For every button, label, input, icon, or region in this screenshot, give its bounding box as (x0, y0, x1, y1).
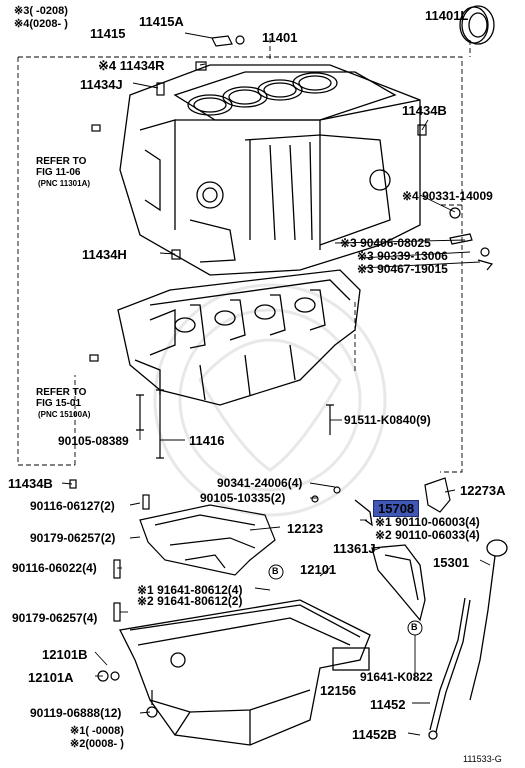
ref1-line2[interactable]: FIG 11-06 (36, 167, 81, 178)
part-12101A[interactable]: 12101A (28, 670, 74, 685)
circle-b-right-label: B (411, 622, 418, 632)
part-11361J[interactable]: 11361J (333, 541, 376, 556)
part-90339-13006[interactable]: ※3 90339-13006 (357, 249, 448, 263)
part-11415[interactable]: 11415 (90, 26, 126, 41)
part-90467-19015[interactable]: ※3 90467-19015 (357, 262, 448, 276)
part-15708-highlighted[interactable]: 15708 (373, 500, 420, 517)
oil-strainer (371, 544, 426, 622)
part-11452[interactable]: 11452 (370, 697, 406, 712)
part-11415A[interactable]: 11415A (139, 14, 184, 29)
part-90105-10335[interactable]: 90105-10335(2) (200, 491, 286, 505)
part-11434J[interactable]: 11434J (80, 77, 123, 92)
baffle-plate (139, 504, 276, 576)
part-15708-label: 15708 (378, 501, 415, 516)
part-12156[interactable]: 12156 (320, 683, 357, 698)
part-12101B[interactable]: 12101B (42, 647, 88, 662)
part-11401[interactable]: 11401 (262, 30, 298, 45)
part-90341-24006[interactable]: 90341-24006(4) (217, 476, 303, 490)
bracket-12273A (424, 477, 451, 513)
ref2-line3: (PNC 15100A) (38, 410, 91, 419)
cylinder-block (119, 64, 421, 276)
ref1-line3: (PNC 11301A) (38, 179, 91, 188)
part-11416[interactable]: 11416 (189, 433, 225, 448)
part-12273A[interactable]: 12273A (460, 483, 506, 498)
part-90116-06127[interactable]: 90116-06127(2) (30, 499, 115, 513)
part-91641-K0822[interactable]: 91641-K0822 (360, 670, 433, 684)
part-91641-80612-2[interactable]: ※2 91641-80612(2) (137, 594, 243, 608)
figure-id: 111533-G (463, 754, 502, 764)
watermark-seal (153, 283, 387, 517)
ref2-line2[interactable]: FIG 15-01 (36, 398, 82, 409)
part-90179-06257-a[interactable]: 90179-06257(2) (30, 531, 116, 545)
circle-b-left-label: B (272, 566, 279, 576)
oil-strainer-bracket (354, 499, 373, 527)
part-91641-80612-1[interactable]: ※1 91641-80612(4) (137, 583, 243, 597)
lower-crankcase (117, 269, 361, 406)
circled-b-markers (268, 564, 423, 636)
dipstick-guide (428, 597, 471, 740)
note-2-bottom: ※2(0008- ) (70, 738, 124, 750)
part-91511-K0840[interactable]: 91511-K0840(9) (344, 413, 431, 427)
part-90119-06888[interactable]: 90119-06888(12) (30, 706, 122, 720)
bolts (69, 35, 494, 718)
note-3-top: ※3( -0208) (14, 5, 68, 17)
part-11434B-right[interactable]: 11434B (402, 103, 447, 118)
part-12101[interactable]: 12101 (300, 562, 337, 577)
part-90110-06003[interactable]: ※1 90110-06003(4) (375, 515, 480, 529)
part-11434B-left[interactable]: 11434B (8, 476, 53, 491)
note-4-top: ※4(0208- ) (14, 18, 68, 30)
part-90406-08025[interactable]: ※3 90406-08025 (340, 236, 431, 250)
part-11401L[interactable]: 11401L (425, 8, 469, 23)
drain-plug-gasket-12156 (332, 647, 370, 671)
part-90105-08389[interactable]: 90105-08389 (58, 434, 129, 448)
part-11434H[interactable]: 11434H (82, 247, 127, 262)
ref2-line1: REFER TO (36, 387, 87, 398)
oil-pan (119, 599, 371, 746)
oil-seal-11401L (459, 5, 495, 45)
part-90331-14009[interactable]: ※4 90331-14009 (402, 189, 493, 203)
part-11452B[interactable]: 11452B (352, 727, 397, 742)
part-90179-06257-b[interactable]: 90179-06257(4) (12, 611, 98, 625)
part-12123[interactable]: 12123 (287, 521, 324, 536)
part-11434R[interactable]: ※4 11434R (98, 58, 165, 73)
part-90116-06022[interactable]: 90116-06022(4) (12, 561, 97, 575)
dipstick (469, 539, 508, 701)
note-1-bottom: ※1( -0008) (70, 725, 124, 737)
ref1-line1: REFER TO (36, 156, 87, 167)
part-15301[interactable]: 15301 (433, 555, 470, 570)
part-90110-06033[interactable]: ※2 90110-06033(4) (375, 528, 480, 542)
